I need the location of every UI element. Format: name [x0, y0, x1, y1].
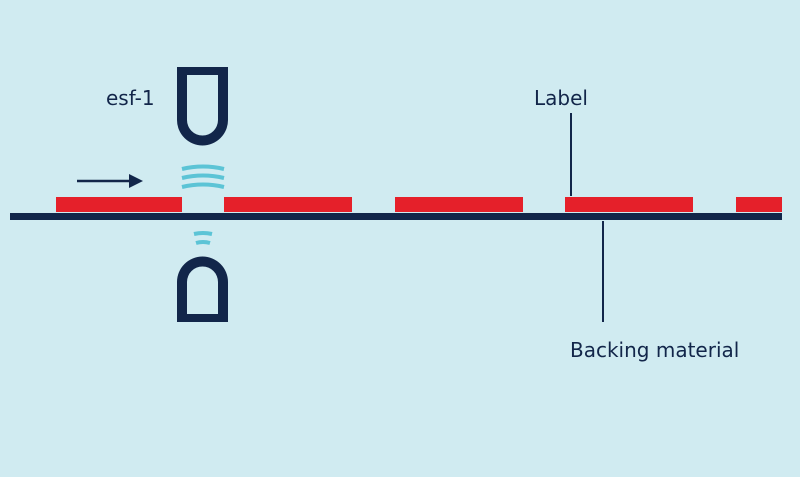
- sensor-receiver-icon: [177, 256, 228, 322]
- label-2: [224, 197, 352, 212]
- arrow-right-icon: [77, 174, 143, 188]
- signal-waves-icon: [181, 164, 225, 189]
- signal-waves-below-icon: [193, 231, 213, 245]
- backing-callout-text: Backing material: [570, 338, 740, 362]
- label-4: [565, 197, 693, 212]
- sensor-label: esf-1: [106, 86, 155, 110]
- label-callout-text: Label: [534, 86, 588, 110]
- backing-material-strip: [10, 213, 782, 220]
- label-5: [736, 197, 782, 212]
- label-1: [56, 197, 182, 212]
- label-3: [395, 197, 523, 212]
- sensor-emitter-icon: [177, 67, 228, 146]
- labels-group: [56, 197, 782, 212]
